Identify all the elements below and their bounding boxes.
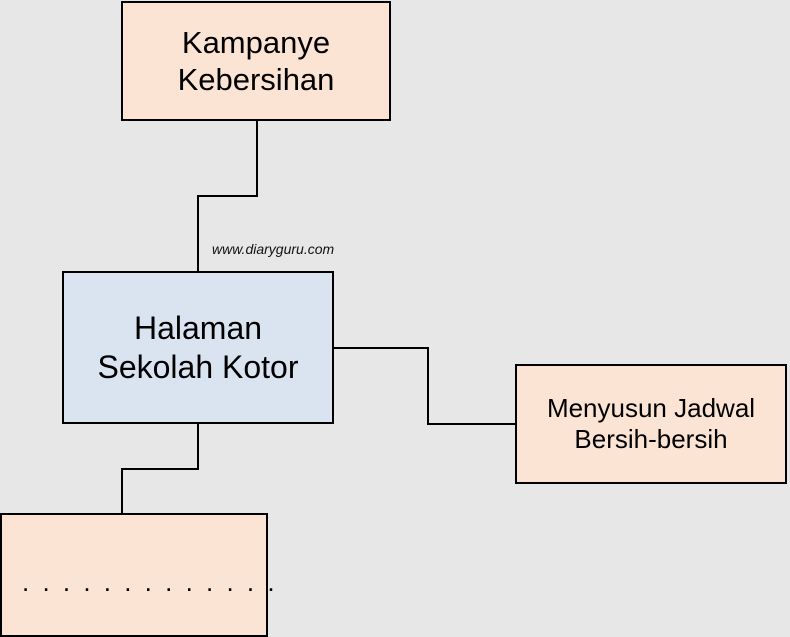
node-right-line-1: Menyusun Jadwal — [546, 392, 756, 423]
connector-center-to-right — [334, 347, 515, 425]
node-right-line-2: Bersih-bersih — [574, 424, 728, 454]
node-top-line-1: Kampanye — [181, 24, 331, 60]
connector-center-to-bottom — [121, 424, 199, 513]
node-top-line-2: Kebersihan — [177, 62, 335, 97]
watermark: www.diaryguru.com — [212, 241, 335, 257]
node-center-line-1: Halaman — [133, 310, 263, 347]
node-halaman-sekolah-kotor: Halaman Sekolah Kotor — [62, 271, 334, 424]
node-center-line-2: Sekolah Kotor — [97, 348, 299, 385]
connector-center-to-top — [197, 121, 258, 271]
node-bottom-line-1: . . . . . . . . . . . . . — [22, 567, 278, 598]
node-menyusun-jadwal: Menyusun Jadwal Bersih-bersih — [515, 364, 787, 484]
node-kampanye-kebersihan: Kampanye Kebersihan — [121, 1, 391, 121]
node-placeholder-dots: . . . . . . . . . . . . . — [0, 513, 275, 637]
